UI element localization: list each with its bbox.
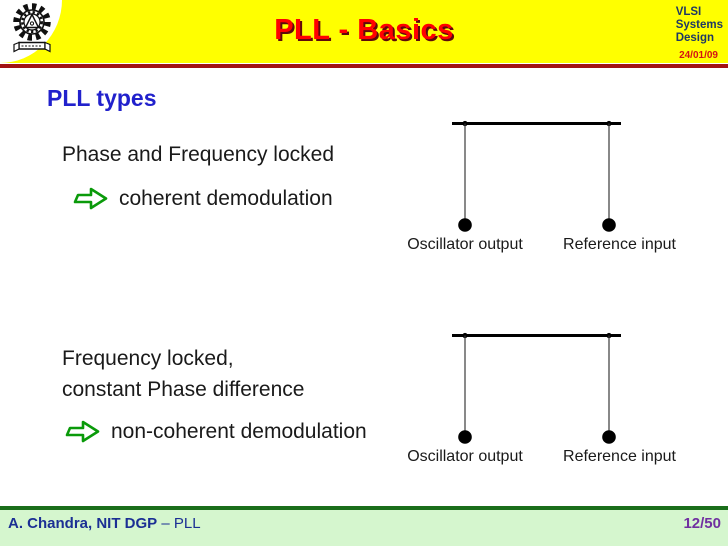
- reference-input-label: Reference input: [563, 448, 676, 465]
- frequency-locked-line2: constant Phase difference: [62, 378, 305, 401]
- pendulum-graphic: [452, 120, 621, 232]
- slide-footer: A. Chandra, NIT DGP – PLL 12/50: [0, 506, 728, 546]
- author-name: A. Chandra, NIT DGP: [8, 515, 158, 532]
- course-name: VLSI Systems Design: [676, 6, 723, 45]
- frequency-locked-line1: Frequency locked,: [62, 347, 234, 370]
- diagram-labels: Oscillator output Reference input: [380, 236, 710, 256]
- slide-date: 24/01/09: [679, 50, 718, 61]
- pendulum-diagram-phase-locked: Oscillator output Reference input: [380, 110, 710, 260]
- footer-topic: – PLL: [157, 515, 201, 532]
- bullet-text: non-coherent demodulation: [111, 419, 367, 443]
- logo-corner: [0, 0, 62, 63]
- pendulum-diagram-freq-locked: Oscillator output Reference input: [380, 322, 710, 472]
- reference-input-label: Reference input: [563, 236, 676, 253]
- header-divider: [0, 64, 728, 68]
- phase-locked-text: Phase and Frequency locked: [62, 143, 335, 166]
- slide-title: PLL - Basics: [274, 14, 454, 46]
- oscillator-output-label: Oscillator output: [407, 236, 523, 253]
- course-line: VLSI: [675, 6, 702, 18]
- green-right-arrow-icon: [73, 187, 108, 210]
- frequency-locked-text: Frequency locked, constant Phase differe…: [62, 343, 304, 405]
- footer-credit: A. Chandra, NIT DGP – PLL: [8, 515, 201, 532]
- course-line: Design: [675, 32, 715, 44]
- bullet-text: coherent demodulation: [119, 186, 333, 210]
- institute-logo-icon: [13, 3, 51, 53]
- green-right-arrow-icon: [65, 420, 100, 443]
- oscillator-output-label: Oscillator output: [407, 448, 523, 465]
- section-heading: PLL types: [47, 85, 157, 111]
- pendulum-graphic: [452, 332, 621, 444]
- page-number: 12/50: [683, 515, 721, 532]
- diagram-labels: Oscillator output Reference input: [380, 448, 710, 468]
- bullet-non-coherent: non-coherent demodulation: [64, 418, 367, 445]
- bullet-coherent: coherent demodulation: [72, 185, 333, 212]
- slide-header: PLL - Basics VLSI Systems Design 24/01/0…: [0, 0, 728, 63]
- course-line: Systems: [675, 19, 723, 31]
